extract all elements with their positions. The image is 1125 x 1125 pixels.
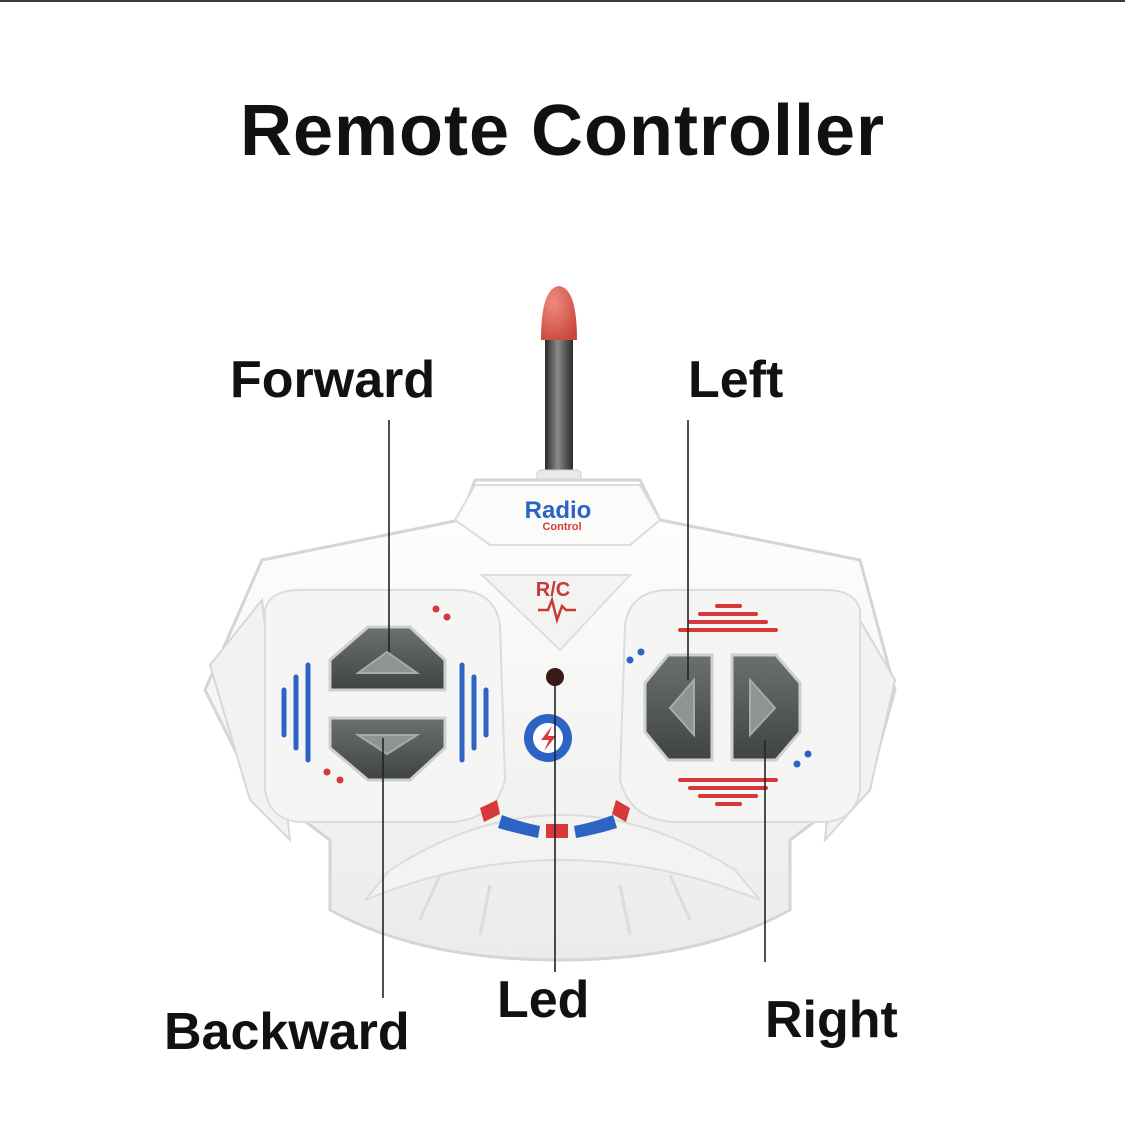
left-blue-bars: [281, 662, 489, 763]
right-arrow-icon: [749, 677, 777, 738]
down-arrow-icon: [354, 734, 421, 756]
callout-lines: [382, 420, 766, 998]
lightning-icon: [524, 714, 572, 762]
right-red-bars: [678, 604, 778, 806]
brand-main-text: Radio: [525, 497, 592, 524]
left-arrow-icon: [668, 677, 695, 738]
up-arrow-icon: [354, 650, 421, 674]
forward-button[interactable]: [328, 625, 447, 692]
right-label: Right: [765, 991, 898, 1049]
left-label: Left: [688, 351, 784, 409]
backward-button[interactable]: [328, 716, 447, 782]
antenna: [536, 286, 582, 493]
page-title: Remote Controller: [239, 91, 886, 171]
forward-label: Forward: [230, 351, 436, 409]
top-border: [0, 0, 1125, 2]
bottom-stripe: [480, 800, 630, 838]
brand-sub-text: Control: [542, 521, 581, 533]
led-label: Led: [497, 971, 590, 1029]
left-red-dots: [323, 605, 451, 784]
pulse-icon: [538, 595, 576, 625]
rc-badge-text: R/C: [536, 579, 570, 601]
led-indicator: [546, 668, 564, 686]
right-blue-dots: [626, 648, 812, 768]
antenna-tip: [541, 286, 577, 340]
left-button[interactable]: [643, 653, 714, 762]
right-button[interactable]: [730, 653, 802, 762]
backward-label: Backward: [164, 1003, 410, 1061]
